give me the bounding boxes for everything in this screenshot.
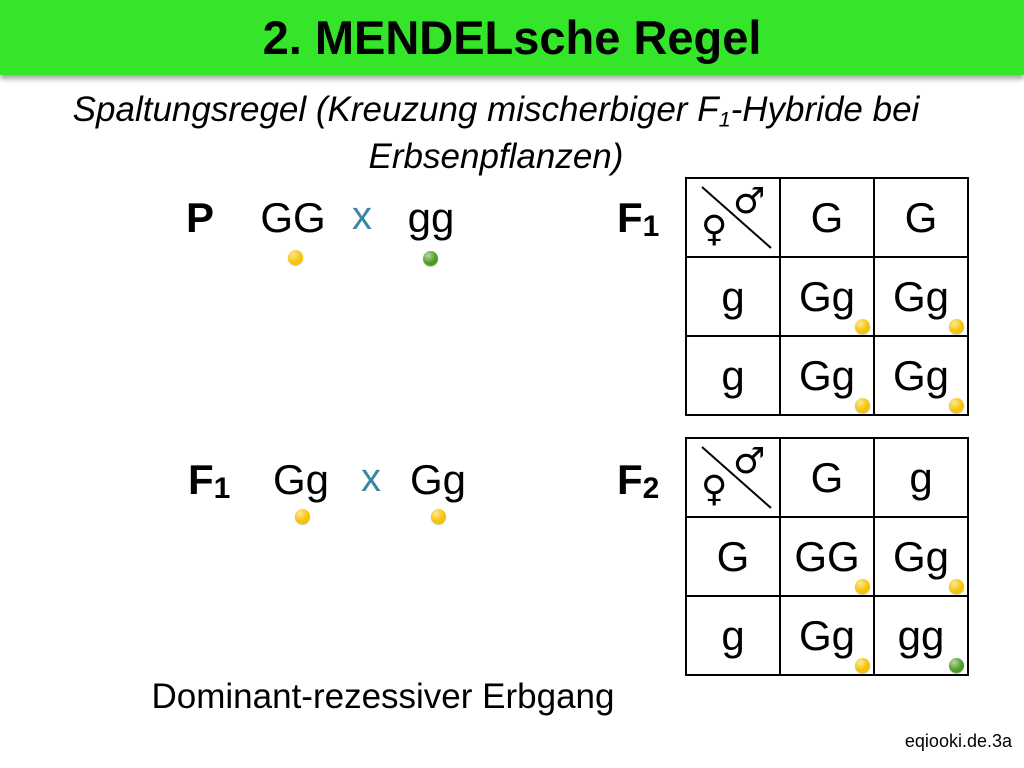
corner-cell: ♂ ♀ [687, 439, 781, 518]
punnett-label-f2: F2 [617, 455, 659, 505]
male-symbol-icon: ♂ [733, 181, 766, 222]
parent-a-genotype: GG [260, 194, 326, 241]
parent-a-genotype: Gg [272, 456, 330, 503]
offspring-cell: Gg [875, 258, 969, 337]
cross-operator: x [352, 194, 372, 238]
subtitle-line-1: Spaltungsregel (Kreuzung mischerbiger F1… [0, 87, 992, 133]
offspring-genotype: Gg [892, 272, 950, 320]
title-bar: 2. MENDELsche Regel [0, 0, 1024, 75]
seed-color-dot [949, 579, 964, 594]
offspring-cell: Gg [781, 337, 875, 416]
inheritance-caption: Dominant-rezessiver Erbgang [151, 677, 615, 716]
offspring-genotype: gg [897, 611, 945, 659]
column-gamete: g [875, 439, 969, 518]
male-symbol-icon: ♂ [733, 441, 766, 482]
column-gamete: G [781, 439, 875, 518]
offspring-cell: GG [781, 518, 875, 597]
generation-label: F1 [188, 455, 230, 505]
offspring-genotype: GG [794, 532, 860, 580]
offspring-genotype: Gg [798, 272, 856, 320]
generation-index: 1 [642, 210, 660, 243]
seed-color-dot [855, 579, 870, 594]
offspring-genotype: Gg [798, 611, 856, 659]
offspring-genotype: Gg [892, 532, 950, 580]
column-gamete: G [781, 179, 875, 258]
parent-b-genotype: Gg [409, 456, 467, 503]
seed-color-dot [855, 398, 870, 413]
offspring-cell: gg [875, 597, 969, 676]
generation-index: 2 [642, 472, 660, 505]
cross-operator: x [361, 456, 381, 500]
generation-letter: F [188, 456, 214, 503]
subtitle-line-2: Erbsenpflanzen) [368, 137, 624, 176]
female-symbol-icon: ♀ [701, 209, 728, 250]
slide-title: 2. MENDELsche Regel [262, 11, 762, 64]
generation-letter: F [617, 194, 643, 241]
corner-cell: ♂ ♀ [687, 179, 781, 258]
generation-letter: P [186, 194, 215, 241]
offspring-cell: Gg [781, 258, 875, 337]
punnett-square-f1: ♂ ♀ G G g Gg Gg g Gg Gg [685, 177, 969, 416]
column-gamete: G [875, 179, 969, 258]
seed-color-dot [855, 658, 870, 673]
female-symbol-icon: ♀ [701, 469, 728, 510]
row-gamete: g [687, 258, 781, 337]
subtitle-text-end: -Hybride bei [730, 90, 920, 129]
offspring-genotype: Gg [798, 351, 856, 399]
offspring-cell: Gg [875, 518, 969, 597]
seed-color-dot [431, 509, 446, 524]
row-gamete: G [687, 518, 781, 597]
punnett-square-f2: ♂ ♀ G g G GG Gg g Gg gg [685, 437, 969, 676]
diagonal-divider [701, 446, 772, 509]
punnett-label-f1: F1 [617, 193, 659, 243]
parent-b-genotype: gg [407, 194, 455, 241]
generation-letter: F [617, 456, 643, 503]
seed-color-dot [423, 251, 438, 266]
seed-color-dot [949, 319, 964, 334]
seed-color-dot [855, 319, 870, 334]
offspring-cell: Gg [875, 337, 969, 416]
offspring-genotype: Gg [892, 351, 950, 399]
seed-color-dot [295, 509, 310, 524]
source-label: eqiooki.de.3a [904, 731, 1012, 751]
row-gamete: g [687, 597, 781, 676]
diagonal-divider [701, 186, 772, 249]
seed-color-dot [949, 658, 964, 673]
seed-color-dot [288, 250, 303, 265]
generation-index: 1 [213, 472, 231, 505]
seed-color-dot [949, 398, 964, 413]
offspring-cell: Gg [781, 597, 875, 676]
subtitle-subscript: 1 [718, 106, 731, 132]
subtitle-text: Spaltungsregel (Kreuzung mischerbiger F [72, 90, 719, 129]
generation-label: P [186, 193, 214, 243]
row-gamete: g [687, 337, 781, 416]
